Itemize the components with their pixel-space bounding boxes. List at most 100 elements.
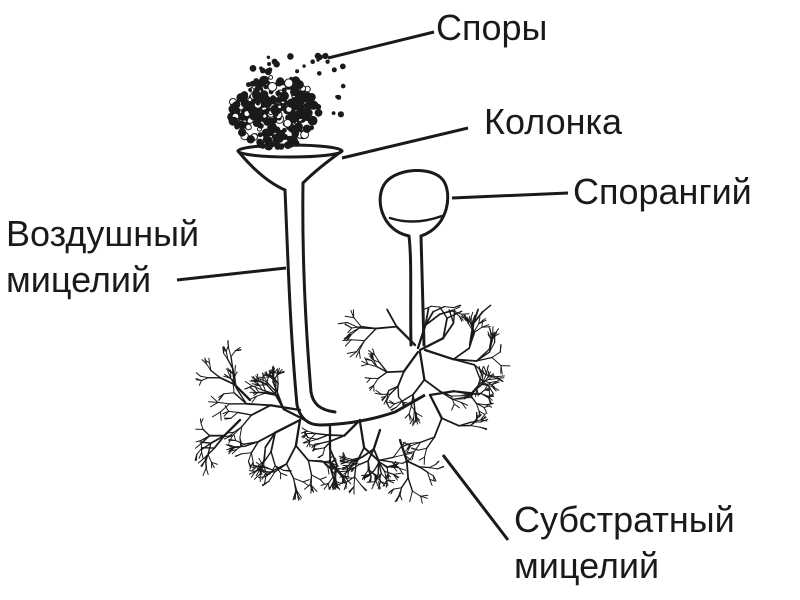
rhizoid-branch xyxy=(201,442,212,451)
rhizoid-branch xyxy=(472,326,483,334)
rhizoid-branch xyxy=(450,395,455,405)
rhizoid-branch xyxy=(423,348,455,361)
spore xyxy=(283,119,292,128)
rhizoid-branch xyxy=(254,473,261,480)
rhizoid-branch xyxy=(386,466,395,468)
rhizoid-branch xyxy=(364,469,369,476)
rhizoid-branch xyxy=(207,442,212,456)
rhizoid-branch xyxy=(418,456,425,461)
rhizoid-branch xyxy=(387,401,395,405)
rhizoid-branch xyxy=(385,393,391,403)
rhizoid-branch xyxy=(307,437,318,440)
rhizoid-branch xyxy=(492,328,500,338)
rhizoid-branch xyxy=(485,404,493,408)
rhizoid-branch xyxy=(250,404,272,417)
rhizoid-branch xyxy=(208,357,210,364)
rhizoid-branch xyxy=(407,477,414,492)
rhizoid-branch xyxy=(481,326,491,328)
leader-substrate-mycelium xyxy=(441,454,510,541)
rhizoid-branch xyxy=(329,463,334,477)
spore xyxy=(267,122,277,132)
rhizoid-branch xyxy=(487,371,491,378)
rhizoid-branch xyxy=(342,475,346,481)
rhizoid-branch xyxy=(233,383,252,402)
rhizoid-branch xyxy=(350,339,365,342)
rhizoid-branch xyxy=(231,449,238,455)
rhizoid-branch xyxy=(239,426,243,439)
spore xyxy=(295,80,304,89)
rhizoid-branch xyxy=(425,436,436,450)
rhizoid-branch xyxy=(330,434,346,442)
rhizoid-branch xyxy=(460,402,469,406)
rhizoid-branch xyxy=(378,461,388,468)
rhizoid-branch xyxy=(399,487,402,496)
rhizoid-branch xyxy=(259,376,266,379)
rhizoid-branch xyxy=(451,396,465,400)
spore xyxy=(257,132,263,138)
rhizoid-branch xyxy=(268,374,274,377)
rhizoid-branch xyxy=(452,347,471,361)
rhizoid-branch xyxy=(485,403,493,406)
rhizoid-branch xyxy=(228,410,239,413)
rhizoid-branch xyxy=(262,466,275,471)
rhizoid-branch xyxy=(373,461,380,472)
rhizoid-branch xyxy=(319,476,327,480)
rhizoid-branch xyxy=(409,490,413,503)
rhizoid-branch xyxy=(308,433,316,441)
rhizoid-branch xyxy=(277,367,280,375)
rhizoid-branch xyxy=(225,374,234,381)
rhizoid-branch xyxy=(245,402,272,407)
rhizoid-branch xyxy=(410,393,414,407)
rhizoid-branch xyxy=(294,444,310,462)
labels: Споры Колонка Спорангий Воздушный мицели… xyxy=(6,7,752,586)
rhizoid-branch xyxy=(392,447,401,458)
rhizoid-branch xyxy=(233,433,237,441)
rhizoid-branch xyxy=(393,472,402,475)
rhizoid-branch xyxy=(351,326,362,329)
rhizoid-branch xyxy=(386,308,398,328)
rhizoid-branch xyxy=(372,448,381,463)
rhizoid-branch xyxy=(314,442,323,446)
rhizoid-branch xyxy=(418,466,431,469)
rhizoid-branch xyxy=(475,356,493,362)
rhizoid-branch xyxy=(322,447,326,456)
rhizoid-branch xyxy=(360,484,367,492)
rhizoid-branch xyxy=(476,388,479,397)
rhizoid-branch xyxy=(390,461,403,464)
rhizoid-branch xyxy=(311,474,321,480)
rhizoid-branch xyxy=(432,305,445,313)
rhizoid-branch xyxy=(195,442,202,449)
rhizoid-branch xyxy=(204,447,216,459)
rhizoid-branch xyxy=(205,467,209,475)
spore xyxy=(264,100,268,104)
rhizoid-branch xyxy=(377,371,388,380)
rhizoid-branch xyxy=(488,336,494,350)
rhizoid-branch xyxy=(198,451,203,459)
spore-cluster xyxy=(227,52,346,151)
spore xyxy=(282,127,287,133)
rhizoid-branch xyxy=(349,351,358,358)
leader-spores xyxy=(327,30,435,60)
rhizoid-branch xyxy=(406,442,412,450)
rhizoid-branch xyxy=(417,447,428,451)
rhizoid-branch xyxy=(452,390,473,394)
rhizoid-branch xyxy=(488,382,496,388)
spore xyxy=(272,111,279,117)
rhizoid-branch xyxy=(442,317,449,340)
rhizoid-branch xyxy=(376,365,388,373)
rhizoid-branch xyxy=(224,405,230,412)
leader-sporangium xyxy=(451,191,569,200)
rhizoid-branch xyxy=(261,372,266,379)
rhizoid-branch xyxy=(253,466,263,473)
rhizoid-branch xyxy=(408,413,411,421)
spore xyxy=(254,98,260,104)
rhizoid-branch xyxy=(392,454,405,458)
rhizoid-branch xyxy=(327,482,330,490)
rhizoid-branch xyxy=(470,425,481,428)
spore xyxy=(248,88,253,92)
rhizoid-branch xyxy=(339,458,346,461)
rhizoid-branch xyxy=(475,403,480,412)
rhizoid-branch xyxy=(261,389,276,395)
rhizoid-branch xyxy=(359,460,369,465)
rhizoid-branch xyxy=(404,413,410,419)
